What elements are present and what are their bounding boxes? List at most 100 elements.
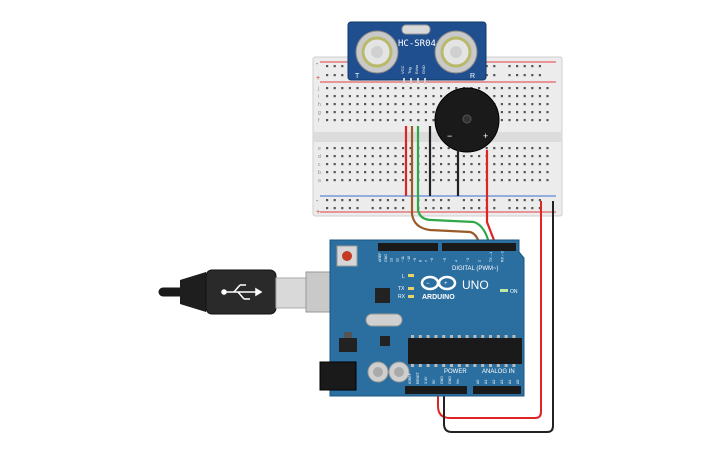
arduino-model: UNO xyxy=(462,278,489,292)
analog-pin-labels: A0 A1 A2 A3 A4 A5 xyxy=(476,380,520,384)
power-pin-label: GND xyxy=(448,376,452,384)
led-label-rx: RX xyxy=(398,294,406,300)
sensor-pin-label: Trig xyxy=(407,67,412,74)
row-letter: a xyxy=(318,178,321,184)
on-label: ON xyxy=(510,289,518,295)
crystal-icon xyxy=(365,313,403,327)
digital-pin-label: AREF xyxy=(378,252,382,262)
digital-pin-label: TX→1 xyxy=(489,252,493,262)
analog-header xyxy=(473,386,521,394)
power-header xyxy=(405,386,467,394)
sensor-t-mark: T xyxy=(355,73,360,80)
sensor-pin-label: GND xyxy=(421,65,426,74)
wire-trig[interactable] xyxy=(416,196,492,249)
digital-pin-label: 4 xyxy=(455,260,459,262)
row-letter: g xyxy=(318,110,321,116)
wires xyxy=(404,126,554,433)
analog-label: ANALOG IN xyxy=(482,369,515,375)
digital-pin-label: 8 xyxy=(419,260,423,262)
row-letter: h xyxy=(318,102,321,108)
sensor-pin[interactable] xyxy=(403,78,405,84)
row-letter: i xyxy=(318,94,319,100)
analog-pin-label: A1 xyxy=(484,380,488,384)
power-pin-label: 3.3V xyxy=(424,376,428,384)
digital-header-label: DIGITAL (PWM~) xyxy=(452,266,499,272)
row-letter: e xyxy=(318,146,321,152)
digital-pin-label: 12 xyxy=(395,258,399,262)
power-pin-label: IOREF xyxy=(408,372,412,384)
arduino-brand: ARDUINO xyxy=(422,294,455,301)
digital-pin-label: 13 xyxy=(390,258,394,262)
arduino-infinity-logo xyxy=(420,275,457,291)
analog-pin-label: A3 xyxy=(500,380,504,384)
rail-plus-label: + xyxy=(316,75,320,82)
sensor-pin[interactable] xyxy=(417,78,419,84)
digital-pin-label: ~6 xyxy=(430,258,434,262)
analog-pin-label: A0 xyxy=(476,380,480,384)
atmega-chip xyxy=(408,338,522,364)
digital-pin-label: 7 xyxy=(424,260,428,262)
sensor-pin-label: VCC xyxy=(400,65,405,74)
crystal-oscillator xyxy=(401,24,431,35)
power-pin-label: 5V xyxy=(432,379,436,384)
digital-pin-label: RX←0 xyxy=(501,251,505,262)
buzzer-minus-label: − xyxy=(447,131,452,141)
row-letter: d xyxy=(318,154,321,160)
reset-button-cap[interactable] xyxy=(342,251,352,261)
row-letter: c xyxy=(318,162,321,168)
rail-minus-label: - xyxy=(316,61,319,68)
led-tx xyxy=(408,287,414,290)
sensor-pin-label: Echo xyxy=(414,64,419,74)
digital-pin-label: ~3 xyxy=(466,258,470,262)
buzzer-hole-icon xyxy=(462,114,472,124)
sensor-r-mark: R xyxy=(470,73,475,80)
svg-text:+: + xyxy=(444,281,448,287)
power-pin-label: RESET xyxy=(416,371,420,384)
power-jack[interactable] xyxy=(319,361,357,391)
row-letter: j xyxy=(317,86,319,92)
rail-plus-label-bottom: + xyxy=(316,209,320,216)
row-letter: f xyxy=(318,118,320,124)
wire-buzzer-signal[interactable] xyxy=(485,196,499,249)
usb-port xyxy=(305,271,335,313)
rail-minus-label-bottom: - xyxy=(316,198,319,205)
svg-text:−: − xyxy=(426,281,430,287)
wire-gnd[interactable] xyxy=(443,201,554,433)
usb-connector-metal xyxy=(275,277,307,309)
usb-icon xyxy=(221,284,263,300)
led-rx xyxy=(408,295,414,298)
row-letter: b xyxy=(318,170,321,176)
power-pin-label: Vin xyxy=(456,379,460,384)
digital-pin-label: GND xyxy=(384,254,388,262)
digital-header-left xyxy=(378,243,438,251)
digital-pin-label: ~9 xyxy=(413,258,417,262)
led-l xyxy=(408,274,414,277)
usb-chip xyxy=(375,288,390,303)
power-pin-labels: IOREF RESET 3.3V 5V GND GND Vin xyxy=(408,371,460,384)
digital-pin-label: 2 xyxy=(478,260,482,262)
sensor-pin[interactable] xyxy=(424,78,426,84)
sensor-model-label: HC-SR04 xyxy=(398,39,436,49)
on-led xyxy=(500,289,508,292)
power-pin-label: GND xyxy=(440,376,444,384)
power-label: POWER xyxy=(444,369,467,375)
digital-pin-label: ~11 xyxy=(401,256,405,262)
buzzer-plus-label: + xyxy=(483,131,488,141)
analog-pin-label: A4 xyxy=(508,380,512,384)
piezo-buzzer[interactable]: − + xyxy=(434,87,500,153)
analog-pin-label: A2 xyxy=(492,380,496,384)
usb-cable[interactable] xyxy=(158,269,335,315)
sensor-pin[interactable] xyxy=(410,78,412,84)
digital-pin-label: ~5 xyxy=(443,258,447,262)
digital-header-right xyxy=(442,243,516,251)
wire-5v[interactable] xyxy=(437,201,542,419)
digital-pin-label: ~10 xyxy=(407,256,411,262)
analog-pin-label: A5 xyxy=(516,380,520,384)
led-label-tx: TX xyxy=(398,286,405,292)
